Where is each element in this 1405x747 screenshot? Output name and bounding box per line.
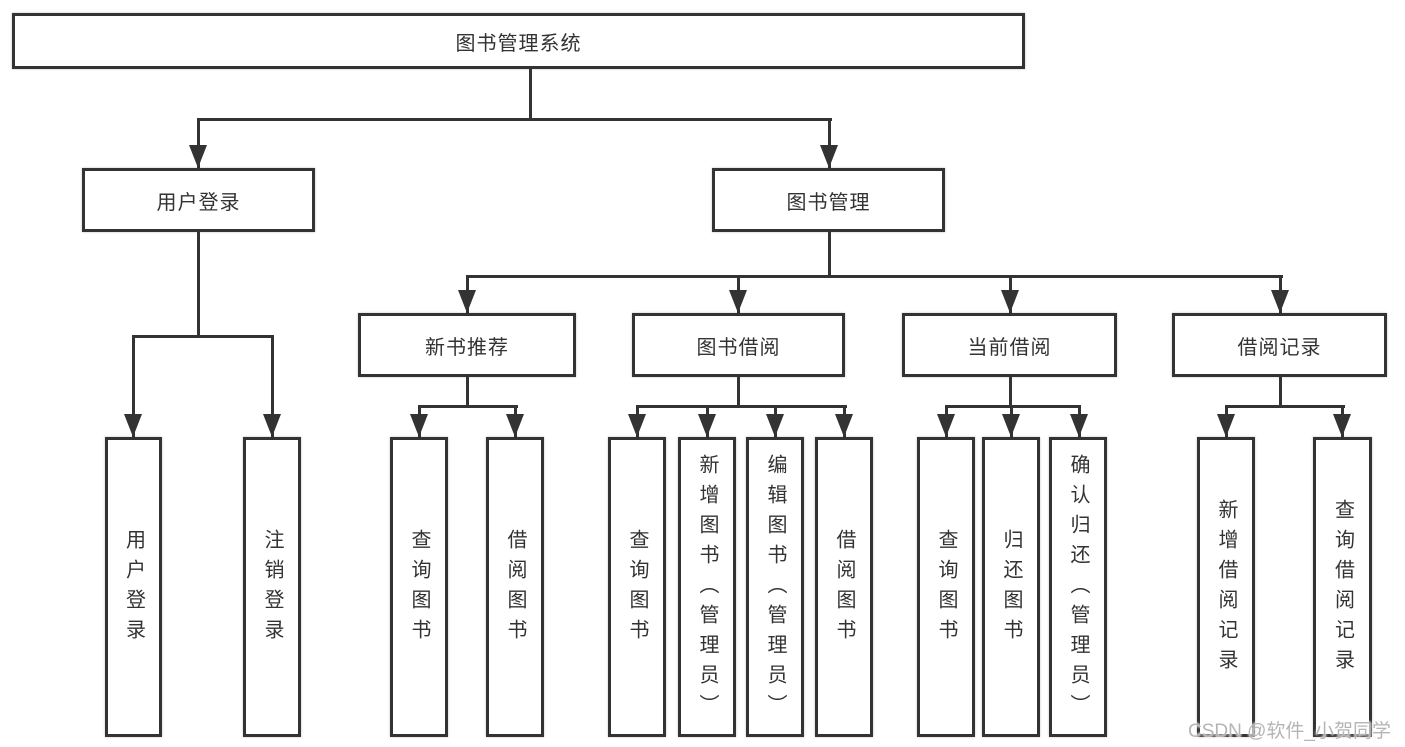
leaf-confirm-return-admin: 确认归还（管理员） [1049,437,1107,737]
connector-line [636,405,847,408]
connector-line [1279,377,1282,408]
arrow-down-icon [820,145,838,168]
connector-line [945,405,1081,408]
connector-line [197,118,200,168]
arrow-down-icon [1217,414,1235,437]
connector-line [197,118,832,121]
connector-line [828,232,831,278]
connector-line [828,118,831,168]
arrow-down-icon [458,290,476,313]
connector-line [466,377,469,408]
connector-line [418,405,518,408]
node-user-login: 用户登录 [82,168,315,232]
leaf-add-books-admin: 新增图书（管理员） [678,437,736,737]
connector-line [1225,405,1345,408]
node-new-book-recommend: 新书推荐 [358,313,576,377]
node-borrowing-records: 借阅记录 [1172,313,1387,377]
leaf-logout: 注销登录 [243,437,301,737]
leaf-query-books: 查询图书 [608,437,666,737]
arrow-down-icon [189,145,207,168]
connector-line [271,335,274,437]
leaf-edit-books-admin: 编辑图书（管理员） [746,437,804,737]
leaf-add-borrow-record: 新增借阅记录 [1197,437,1255,737]
arrow-down-icon [1070,414,1088,437]
leaf-return-books: 归还图书 [982,437,1040,737]
arrow-down-icon [766,414,784,437]
arrow-down-icon [698,414,716,437]
connector-line [466,275,1283,278]
arrow-down-icon [263,414,281,437]
arrow-down-icon [1271,290,1289,313]
arrow-down-icon [1333,414,1351,437]
csdn-watermark: CSDN @软件_小贺同学 [1188,721,1391,742]
connector-line [737,377,740,408]
arrow-down-icon [1001,290,1019,313]
arrow-down-icon [628,414,646,437]
connector-line [132,335,274,338]
connector-line [1009,377,1012,408]
leaf-borrow-books: 借阅图书 [486,437,544,737]
connector-line [132,335,135,437]
connector-line [197,232,200,338]
node-current-borrowing: 当前借阅 [902,313,1117,377]
leaf-borrow-books: 借阅图书 [815,437,873,737]
arrow-down-icon [410,414,428,437]
arrow-down-icon [729,290,747,313]
node-book-management: 图书管理 [712,168,945,232]
arrow-down-icon [506,414,524,437]
arrow-down-icon [835,414,853,437]
leaf-query-books: 查询图书 [917,437,975,737]
arrow-down-icon [937,414,955,437]
arrow-down-icon [1002,414,1020,437]
connector-line [529,69,532,121]
leaf-user-login: 用户登录 [105,437,162,737]
node-library-management-system: 图书管理系统 [12,13,1025,69]
node-book-borrowing: 图书借阅 [632,313,845,377]
leaf-query-books: 查询图书 [390,437,448,737]
leaf-query-borrow-record: 查询借阅记录 [1313,437,1372,737]
arrow-down-icon [124,414,142,437]
